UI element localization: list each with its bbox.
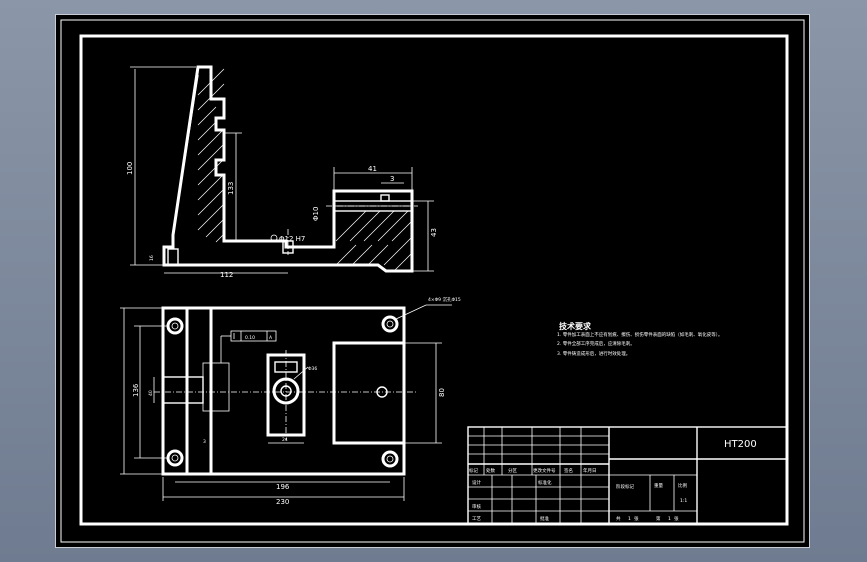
dim-plan-height-left: 136 xyxy=(132,383,140,397)
tb-r-review: 审核 xyxy=(472,503,481,510)
drawing-sheet: 100 133 112 41 3 43 Φ10 7 16 xyxy=(55,14,810,548)
dim-plan-height-right: 80 xyxy=(438,388,446,397)
corner-hole-br xyxy=(381,450,399,468)
tolerance-frame: 0.10 A xyxy=(220,330,277,363)
tech-req-item-3: 3. 零件铸造成形后，进行时效处理。 xyxy=(557,350,630,357)
tb-weight: 重量 xyxy=(654,482,663,489)
tb-r-design: 设计 xyxy=(472,479,481,486)
title-block: HT200 标记 处数 分区 更改文件号 签名 年月日 设计 标准化 审核 工艺… xyxy=(467,426,788,525)
dim-boss-left: Φ10 xyxy=(312,207,320,221)
dim-vertical-left-small: 16 xyxy=(149,255,155,261)
front-section-view: 100 133 112 41 3 43 Φ10 7 16 xyxy=(126,65,438,279)
left-boss xyxy=(167,248,179,266)
tech-req-item-2: 2. 零件全部工序完成后，应清除毛刺。 xyxy=(557,340,635,347)
corner-hole-tl xyxy=(166,317,184,335)
tb-stage-mark: 阶段标记 xyxy=(616,483,634,490)
tb-total-label: 共 xyxy=(616,515,621,522)
engineering-drawing: 100 133 112 41 3 43 Φ10 7 16 xyxy=(60,19,805,543)
tb-h-docno: 更改文件号 xyxy=(533,467,556,474)
plan-outline xyxy=(161,306,406,476)
hole-marker xyxy=(270,234,278,242)
dim-plan-middle: 40 xyxy=(148,390,154,396)
dim-plan-boss: 24 xyxy=(282,437,288,443)
dim-right-height: 43 xyxy=(430,228,438,237)
tb-r-std: 标准化 xyxy=(538,479,552,486)
outer-frame xyxy=(60,19,805,543)
dim-length-bottom: 112 xyxy=(220,271,233,279)
plan-view: 136 40 196 230 80 24 Φ36 xyxy=(120,296,461,506)
tb-h-zone: 分区 xyxy=(508,467,517,474)
tech-req-title: 技术要求 xyxy=(559,321,592,331)
tb-scale: 比例 xyxy=(678,482,687,489)
tb-h-sign: 签名 xyxy=(564,467,573,474)
dim-plan-width-inner: 196 xyxy=(276,483,290,491)
corner-hole-tl-inner xyxy=(171,322,179,330)
corner-hole-tr xyxy=(381,315,399,333)
small-notch xyxy=(380,194,390,202)
tb-sheets-unit-1: 张 xyxy=(634,515,639,522)
rib-line xyxy=(172,74,199,236)
tb-r-approve: 批准 xyxy=(540,515,549,522)
material-label: HT200 xyxy=(724,439,757,450)
plan-slot xyxy=(162,376,204,404)
plan-right-block xyxy=(332,341,406,445)
corner-hole-tr-inner xyxy=(386,320,394,328)
tb-h-date: 年月日 xyxy=(583,467,597,474)
tb-scale-value: 1:1 xyxy=(680,498,687,504)
hole-leader-note: 4×Φ9 沉孔Φ15 xyxy=(428,296,461,303)
tb-page-label: 第 xyxy=(656,515,661,522)
dim-3: 3 xyxy=(203,439,206,445)
tb-h-marks: 标记 xyxy=(469,467,478,474)
plan-slot-inner xyxy=(202,362,230,412)
dim-plan-width-total: 230 xyxy=(276,498,289,506)
corner-hole-br-inner xyxy=(386,455,394,463)
hole-leader xyxy=(395,304,452,320)
tb-r-process: 工艺 xyxy=(472,516,481,522)
tech-requirements: 技术要求 1. 零件加工表面上不应有划痕、擦伤、损伤零件表面的缺陷（如毛刺、氧化… xyxy=(557,321,722,357)
dim-height-left: 100 xyxy=(126,162,134,175)
bottom-hole xyxy=(282,240,294,254)
corner-hole-bl-inner xyxy=(171,454,179,462)
dim-small-7: 7 xyxy=(173,227,176,233)
tb-h-count: 处数 xyxy=(486,467,495,474)
hole-label: Φ12 H7 xyxy=(279,235,305,243)
corner-hole-bl xyxy=(166,449,184,467)
inner-frame xyxy=(79,34,789,526)
dim-small-top: 3 xyxy=(390,175,394,183)
tb-total-sheets: 1 xyxy=(628,516,631,522)
dim-height-inner: 133 xyxy=(227,182,235,195)
section-hatch xyxy=(197,68,413,272)
dim-plan-dia: Φ36 xyxy=(308,366,317,372)
plan-rib-strip xyxy=(185,306,213,476)
tolerance-datum: A xyxy=(269,335,273,341)
tb-this-sheet: 1 xyxy=(668,516,671,522)
tb-sheets-unit-2: 张 xyxy=(674,515,679,522)
tech-req-item-1: 1. 零件加工表面上不应有划痕、擦伤、损伤零件表面的缺陷（如毛刺、氧化皮等）。 xyxy=(557,331,722,338)
dim-top-right-width: 41 xyxy=(368,165,377,173)
dim-dia-leader xyxy=(293,366,309,380)
tolerance-value: 0.10 xyxy=(245,335,255,341)
